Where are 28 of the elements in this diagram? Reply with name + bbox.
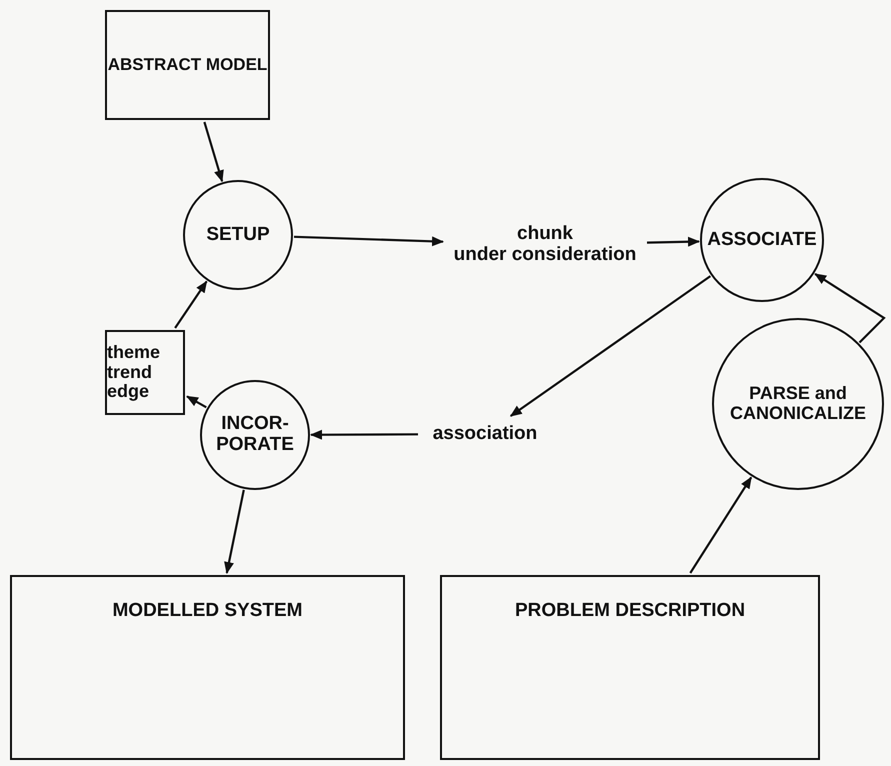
- process-box: [105, 10, 270, 120]
- process-circle: [712, 318, 884, 490]
- process-box: [105, 330, 185, 415]
- node-text: chunk under consideration: [454, 224, 636, 266]
- node-text: INCOR- PORATE: [215, 414, 295, 456]
- node-text: SETUP: [206, 224, 270, 246]
- node-text: MODELLED SYSTEM: [112, 601, 302, 622]
- node-text: theme trend edge: [107, 342, 162, 402]
- node-text: PARSE and CANONICALIZE: [729, 384, 867, 424]
- process-box: [440, 575, 820, 760]
- node-text: PROBLEM DESCRIPTION: [514, 601, 746, 622]
- process-box: [10, 575, 405, 760]
- arrow: [310, 430, 418, 440]
- process-circle: [700, 178, 824, 302]
- arrow: [186, 395, 207, 408]
- arrow: [689, 476, 752, 574]
- arrow: [203, 122, 224, 182]
- arrow: [646, 236, 700, 247]
- arrow: [174, 280, 208, 329]
- arrow: [814, 272, 886, 344]
- arrow: [294, 236, 444, 246]
- node-text: ABSTRACT MODEL: [108, 56, 268, 74]
- process-circle: [183, 180, 293, 290]
- arrow: [224, 490, 245, 574]
- arrow: [510, 275, 712, 417]
- node-text: association: [432, 424, 538, 444]
- process-circle: [200, 380, 310, 490]
- node-text: ASSOCIATE: [707, 230, 817, 250]
